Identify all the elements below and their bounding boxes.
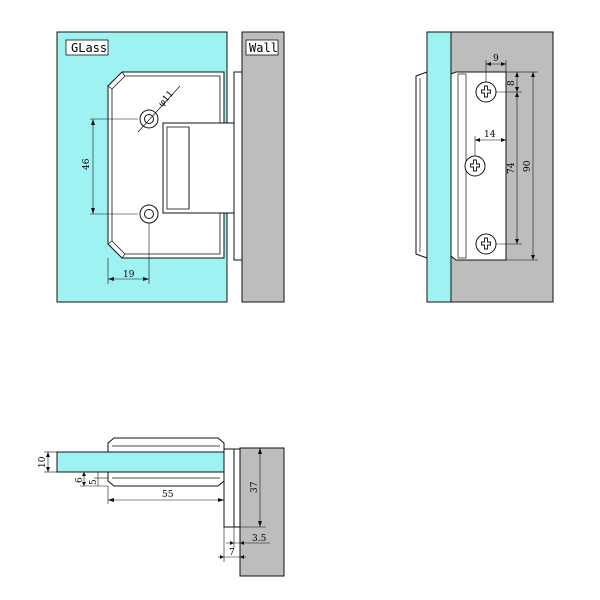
lower-hole <box>139 204 159 224</box>
side-dim-8: 8 <box>507 80 517 86</box>
top-wall-panel <box>239 447 285 577</box>
top-clamp-plate <box>107 437 225 453</box>
wall-plate-strip <box>233 71 243 261</box>
side-view: 9 8 14 74 90 <box>415 31 554 303</box>
side-dim-9: 9 <box>493 54 499 64</box>
side-dim-14: 14 <box>484 130 496 140</box>
glass-label: GLass <box>71 41 107 55</box>
bottom-clamp-plate <box>107 471 225 487</box>
top-dim-6: 6 <box>75 477 85 483</box>
top-screw-icon <box>475 81 497 103</box>
top-hinge-body <box>223 448 235 528</box>
middle-screw-icon <box>464 155 486 177</box>
wall-label: Wall <box>249 41 278 55</box>
glass-label-box <box>65 39 109 56</box>
side-glass-panel <box>426 31 452 303</box>
bottom-screw-icon <box>475 233 497 255</box>
top-dim-3-5: 3.5 <box>252 534 267 544</box>
wall-panel <box>241 31 285 303</box>
hinge-knuckle <box>162 122 236 214</box>
side-dim-90: 90 <box>523 160 533 172</box>
top-dim-7: 7 <box>229 548 235 558</box>
top-dim-55: 55 <box>162 490 174 500</box>
side-dim-74: 74 <box>507 162 517 174</box>
top-glass-panel <box>56 451 234 473</box>
clamp-profile <box>415 71 428 259</box>
wall-label-box <box>245 39 279 56</box>
top-dim-10: 10 <box>38 456 48 468</box>
top-view: 10 6 5 55 37 3.5 <box>38 437 285 577</box>
upper-hole <box>139 109 159 129</box>
top-dim-5: 5 <box>89 479 99 485</box>
top-dim-37: 37 <box>250 481 260 493</box>
hole-spacing-label: 46 <box>82 158 92 170</box>
front-view: GLass Wall φ11 <box>56 31 285 303</box>
hole-offset-label: 19 <box>123 270 135 280</box>
